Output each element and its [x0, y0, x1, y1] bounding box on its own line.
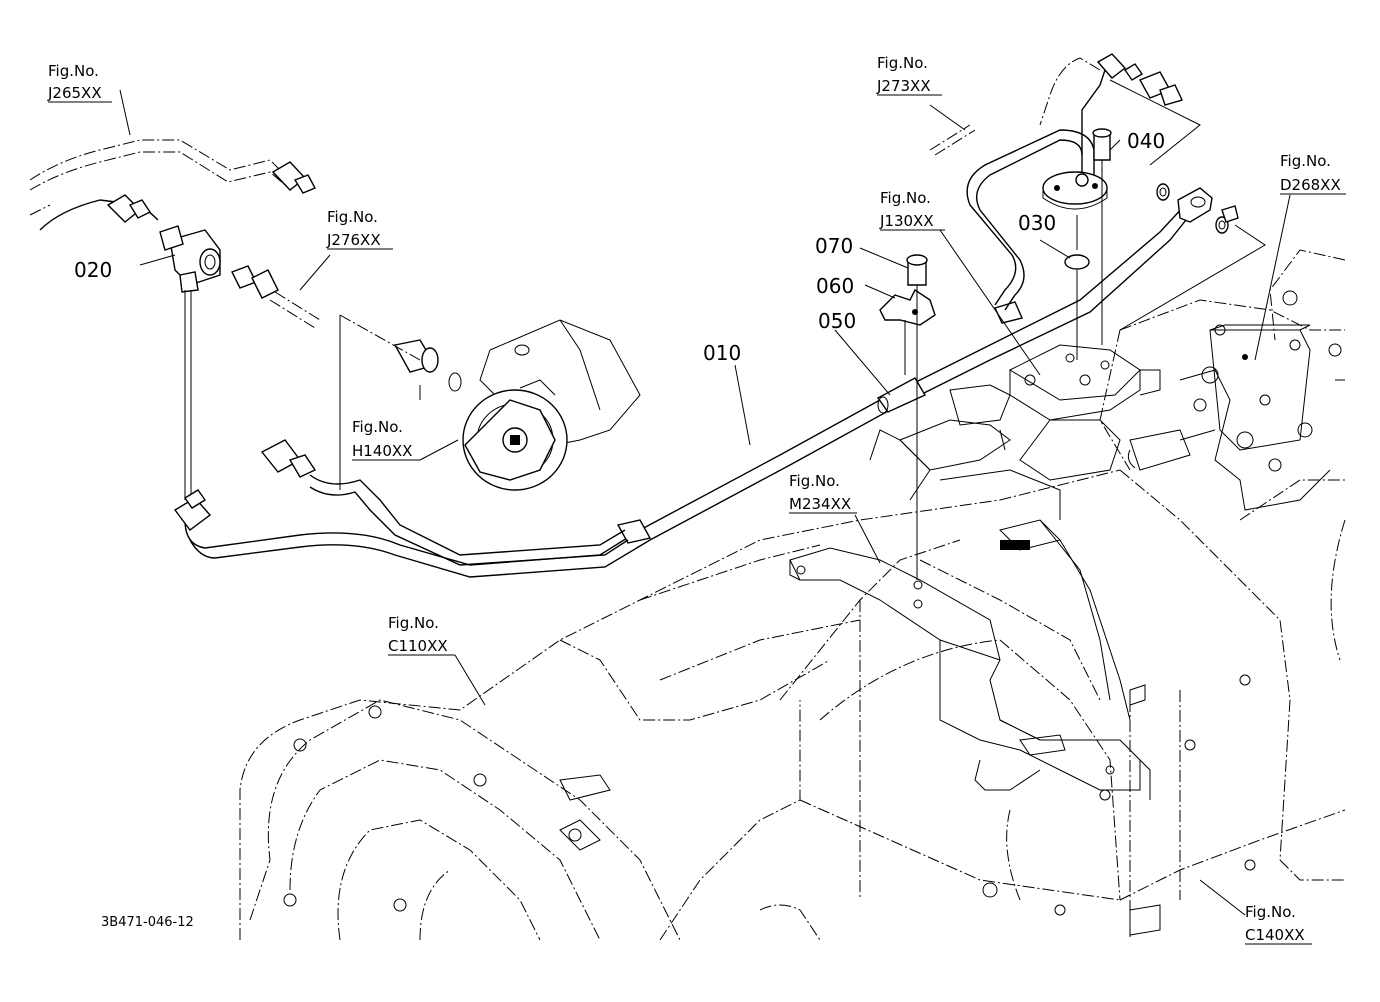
fig-ref-d268-line1: Fig.No.	[1280, 152, 1331, 170]
fig-ref-c110: Fig.No. C110XX	[388, 614, 455, 656]
part-number-070: 070	[815, 234, 853, 258]
fig-ref-j130: Fig.No. J130XX	[879, 189, 945, 231]
fig-ref-m234: Fig.No. M234XX	[789, 472, 857, 514]
fig-ref-m234-line1: Fig.No.	[789, 472, 840, 490]
fig-ref-j273-line1: Fig.No.	[877, 54, 928, 72]
fig-ref-h140-line1: Fig.No.	[352, 418, 403, 436]
fig-ref-m234-line2: M234XX	[789, 495, 851, 513]
fig-ref-h140-line2: H140XX	[352, 442, 412, 460]
fig-ref-j273: Fig.No. J273XX	[876, 54, 942, 96]
fig-ref-d268-line2: D268XX	[1280, 176, 1341, 194]
fig-ref-d268: Fig.No. D268XX	[1280, 152, 1346, 195]
part-number-030: 030	[1018, 211, 1056, 235]
part-number-050: 050	[818, 309, 856, 333]
part-number-020: 020	[74, 258, 112, 282]
clamp-assembly	[876, 254, 936, 580]
part-number-040: 040	[1127, 129, 1165, 153]
o-ring-030	[1064, 215, 1090, 360]
mounting-bracket	[789, 519, 1161, 936]
pipe-upper	[929, 53, 1201, 311]
part-number-060: 060	[816, 274, 854, 298]
fig-ref-j276-line1: Fig.No.	[327, 208, 378, 226]
fig-ref-j130-line2: J130XX	[879, 212, 934, 230]
fig-ref-j276-line2: J276XX	[326, 231, 381, 249]
fig-ref-c110-line1: Fig.No.	[388, 614, 439, 632]
fig-ref-c140-line2: C140XX	[1245, 926, 1305, 944]
fig-ref-c140-line1: Fig.No.	[1245, 903, 1296, 921]
hydraulic-pump	[339, 314, 641, 491]
drawing-code: 3B471-046-12	[101, 915, 194, 930]
bolt-040	[1092, 128, 1112, 345]
fig-ref-j265-line1: Fig.No.	[48, 62, 99, 80]
pipe-lower	[260, 439, 629, 566]
transmission-housing	[239, 249, 1346, 941]
fig-ref-j130-line1: Fig.No.	[880, 189, 931, 207]
fig-ref-j276: Fig.No. J276XX	[326, 208, 393, 250]
fig-ref-j265: Fig.No. J265XX	[47, 62, 112, 103]
control-valve-housing	[869, 290, 1345, 520]
fig-ref-c110-line2: C110XX	[388, 637, 448, 655]
washers	[1119, 183, 1266, 331]
leader-lines	[119, 89, 1291, 916]
tee-fitting-020	[29, 139, 321, 531]
part-number-010: 010	[703, 341, 741, 365]
fig-ref-h140: Fig.No. H140XX	[352, 418, 420, 461]
fig-ref-j265-line2: J265XX	[47, 84, 102, 102]
fig-ref-c140: Fig.No. C140XX	[1245, 903, 1312, 945]
fig-ref-j273-line2: J273XX	[876, 77, 931, 95]
